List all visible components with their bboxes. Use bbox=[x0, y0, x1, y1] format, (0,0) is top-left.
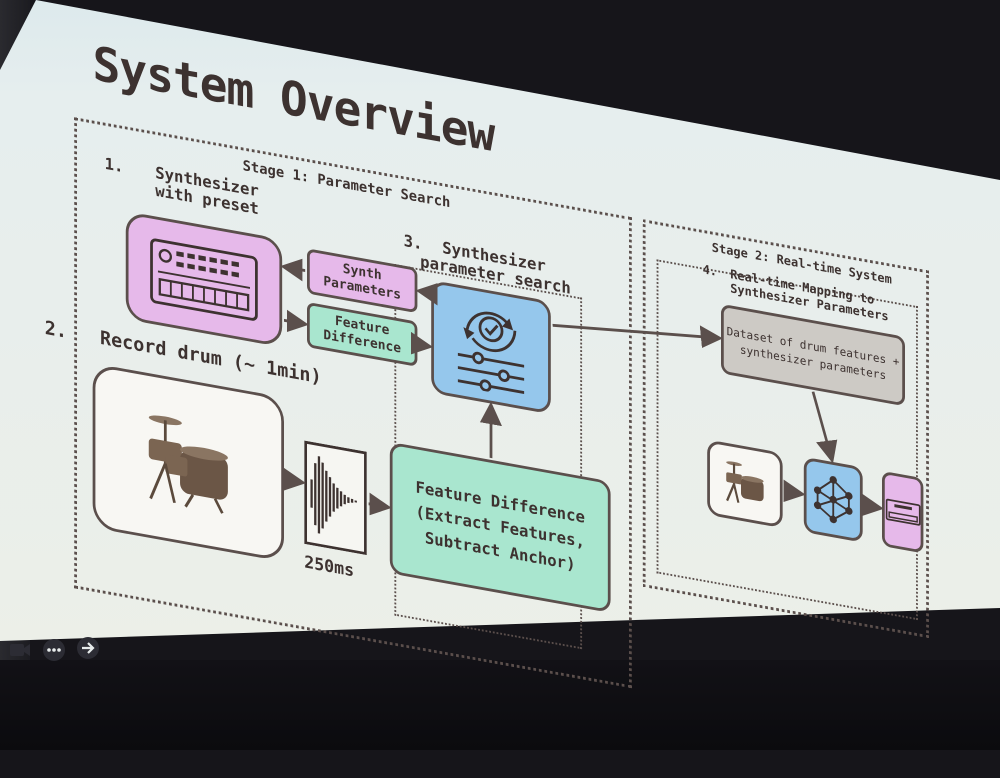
room-floor bbox=[0, 660, 1000, 750]
mini-synth-box bbox=[882, 470, 924, 554]
synthesizer-icon bbox=[149, 235, 259, 322]
waveform-icon bbox=[304, 440, 367, 556]
drum-recording-box bbox=[92, 363, 284, 562]
neural-net-box bbox=[803, 456, 863, 543]
drum-kit-icon bbox=[138, 402, 239, 524]
camera-icon[interactable] bbox=[8, 638, 32, 662]
arrow-drum-to-network bbox=[783, 479, 806, 503]
slide: System Overview Stage 1: Parameter Searc… bbox=[8, 2, 929, 778]
synthesizer-box bbox=[125, 211, 283, 348]
mini-drum-icon bbox=[721, 455, 769, 512]
arrow-synth-to-feature bbox=[284, 309, 309, 333]
arrow-search-to-params bbox=[415, 283, 438, 306]
parameter-search-box bbox=[431, 280, 551, 415]
mini-drum-box bbox=[707, 439, 783, 529]
arrow-drum-to-wave bbox=[284, 467, 307, 491]
arrow-network-to-synth bbox=[861, 493, 884, 517]
waveform-box bbox=[304, 440, 367, 556]
more-icon[interactable] bbox=[42, 638, 66, 662]
arrow-search-to-dataset bbox=[552, 323, 723, 349]
arrow-dataset-to-network bbox=[811, 391, 838, 464]
arrow-params-to-synth bbox=[280, 258, 306, 282]
connectors bbox=[280, 258, 884, 517]
next-arrow-icon[interactable] bbox=[76, 636, 100, 660]
arrow-feature-to-search bbox=[410, 331, 434, 355]
gear-sliders-icon bbox=[449, 294, 534, 399]
mini-synth-icon bbox=[885, 497, 921, 528]
arrow-wave-to-feature bbox=[368, 492, 392, 516]
neural-network-icon bbox=[810, 470, 856, 529]
